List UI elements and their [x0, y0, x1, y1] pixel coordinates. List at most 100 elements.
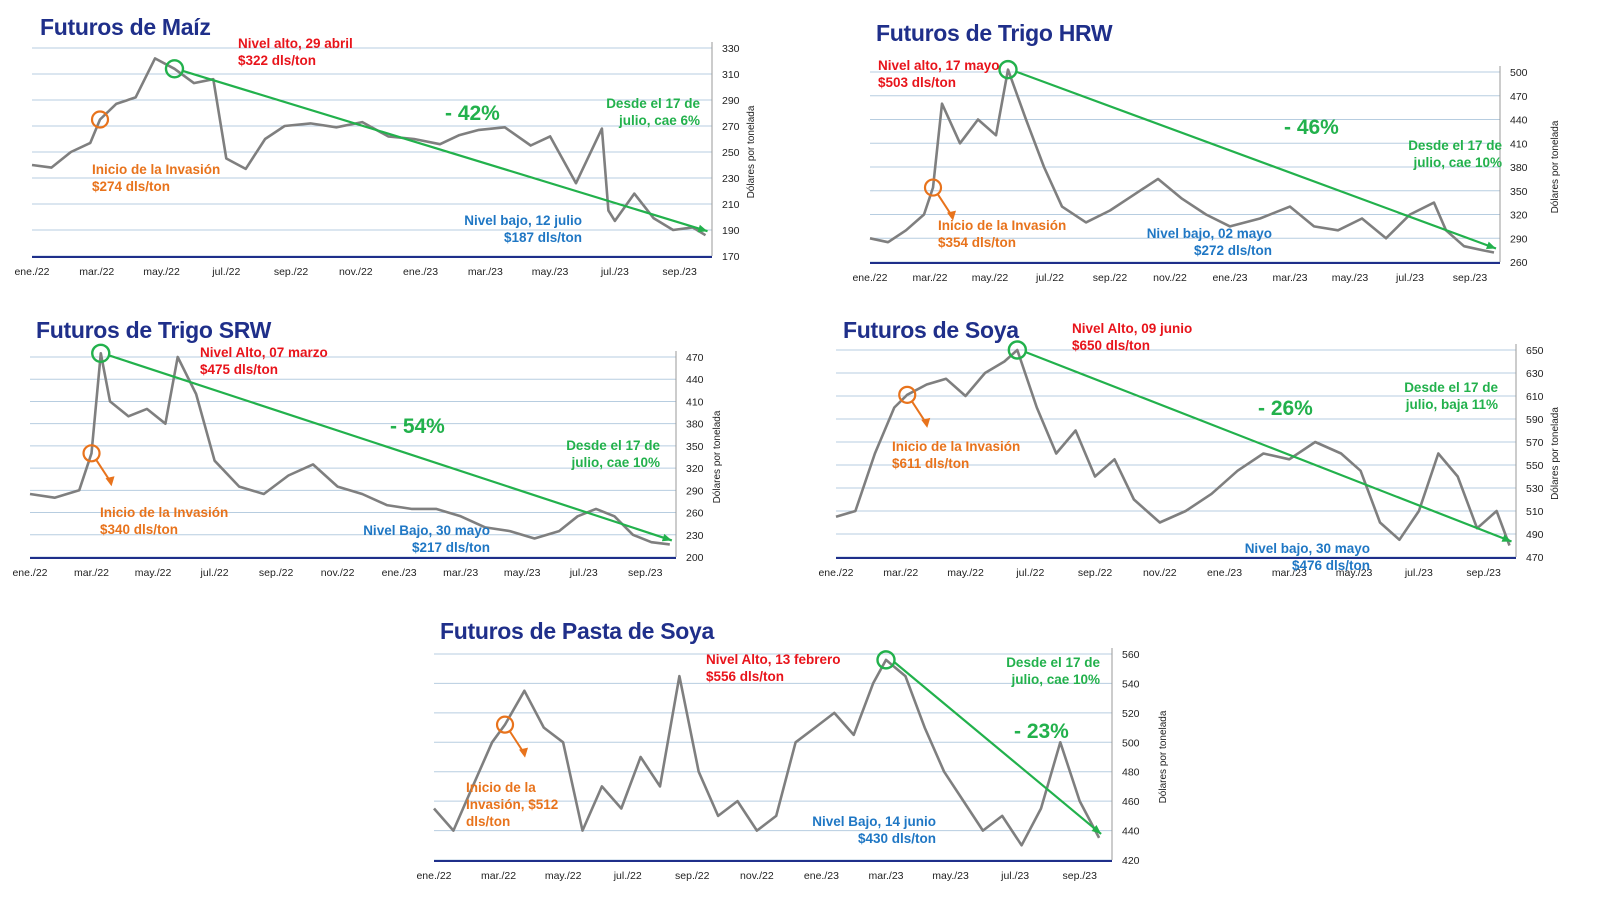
high-label-line-1: $475 dls/ton [200, 362, 278, 377]
y-tick-label: 590 [1526, 414, 1544, 426]
x-tick-label: may./22 [972, 272, 1009, 284]
y-tick-label: 200 [686, 552, 704, 564]
low-label-line-1: $476 dls/ton [1292, 558, 1370, 573]
x-tick-label: nov./22 [1153, 272, 1187, 284]
x-tick-label: ene./22 [818, 567, 853, 579]
chart-title: Futuros de Soya [843, 317, 1019, 343]
y-axis-label: Dólares por tonelada [712, 410, 723, 503]
high-marker [876, 650, 896, 670]
y-axis-label: Dólares por tonelada [1550, 120, 1561, 213]
since-label-line-0: Desde el 17 de [566, 438, 660, 453]
x-tick-label: mar./23 [468, 266, 503, 278]
y-tick-label: 440 [686, 374, 704, 386]
y-tick-label: 170 [722, 251, 740, 263]
since-label-line-1: julio, cae 6% [618, 113, 700, 128]
x-tick-label: ene./23 [403, 266, 438, 278]
y-tick-label: 410 [686, 396, 704, 408]
y-tick-label: 230 [686, 530, 704, 542]
x-tick-label: jul./22 [613, 870, 642, 882]
price-series-line [869, 68, 1495, 254]
y-tick-label: 520 [1122, 708, 1140, 720]
high-label-line-0: Nivel Alto, 13 febrero [706, 652, 841, 667]
x-tick-label: mar./22 [79, 266, 114, 278]
high-label-line-1: $503 dls/ton [878, 75, 956, 90]
pct-change-label: - 23% [1014, 720, 1069, 743]
trend-arrow [1024, 350, 1512, 543]
invasion-label-line-2: dls/ton [466, 814, 510, 829]
trend-arrow [108, 354, 673, 542]
since-label-line-0: Desde el 17 de [606, 96, 700, 111]
high-marker [998, 59, 1018, 80]
y-tick-label: 290 [722, 95, 740, 107]
y-tick-label: 380 [686, 419, 704, 431]
x-tick-label: nov./22 [1143, 567, 1177, 579]
y-tick-label: 570 [1526, 437, 1544, 449]
y-axis-label: Dólares por tonelada [1550, 407, 1561, 500]
y-tick-label: 270 [722, 121, 740, 133]
y-tick-label: 290 [686, 485, 704, 497]
high-marker [91, 343, 111, 363]
y-tick-label: 380 [1510, 162, 1528, 174]
chart-title: Futuros de Trigo SRW [36, 317, 272, 343]
trend-arrow-head [1501, 534, 1512, 542]
x-tick-label: jul./23 [1404, 567, 1433, 579]
x-tick-label: may./23 [1336, 567, 1373, 579]
x-tick-label: ene./22 [12, 567, 47, 579]
high-label-line-0: Nivel Alto, 07 marzo [200, 345, 328, 360]
invasion-label-line-0: Inicio de la Invasión [892, 439, 1020, 454]
x-tick-label: sep./22 [675, 870, 710, 882]
trend-arrow-head [1091, 825, 1102, 834]
x-tick-label: jul./23 [600, 266, 629, 278]
price-series-line [433, 658, 1101, 847]
since-label-line-0: Desde el 17 de [1404, 380, 1498, 395]
since-label-line-1: julio, baja 11% [1405, 397, 1498, 412]
high-label-line-0: Nivel alto, 17 mayo [878, 58, 1000, 73]
x-tick-label: jul./22 [1015, 567, 1044, 579]
y-tick-label: 470 [686, 352, 704, 364]
y-tick-label: 440 [1122, 826, 1140, 838]
high-marker [164, 59, 185, 79]
x-tick-label: ene./23 [382, 567, 417, 579]
since-label-line-1: julio, cae 10% [1010, 672, 1100, 687]
low-label-line-0: Nivel bajo, 30 mayo [1245, 541, 1370, 556]
y-tick-label: 330 [722, 43, 740, 55]
x-tick-label: sep./23 [1453, 272, 1488, 284]
x-tick-label: mar./22 [481, 870, 516, 882]
since-label-line-0: Desde el 17 de [1408, 138, 1502, 153]
x-tick-label: mar./23 [868, 870, 903, 882]
y-tick-label: 490 [1526, 529, 1544, 541]
since-label-line-1: julio, cae 10% [570, 455, 660, 470]
x-tick-label: jul./23 [569, 567, 598, 579]
x-tick-label: sep./23 [1466, 567, 1501, 579]
x-tick-label: mar./22 [74, 567, 109, 579]
x-tick-label: sep./22 [259, 567, 294, 579]
low-label-line-1: $187 dls/ton [504, 230, 582, 245]
invasion-arrow-head [519, 747, 529, 758]
x-tick-label: mar./23 [1272, 567, 1307, 579]
x-tick-label: mar./22 [883, 567, 918, 579]
y-tick-label: 500 [1510, 67, 1528, 79]
invasion-marker [90, 110, 110, 129]
x-tick-label: ene./22 [14, 266, 49, 278]
x-tick-label: may./23 [504, 567, 541, 579]
y-tick-label: 310 [722, 69, 740, 81]
invasion-marker [82, 444, 101, 463]
x-tick-label: jul./22 [200, 567, 229, 579]
y-tick-label: 530 [1526, 483, 1544, 495]
x-tick-label: jul./23 [1395, 272, 1424, 284]
x-tick-label: nov./22 [321, 567, 355, 579]
y-tick-label: 510 [1526, 506, 1544, 518]
invasion-label-line-1: Invasión, $512 [466, 797, 558, 812]
invasion-label-line-0: Inicio de la [466, 780, 536, 795]
y-tick-label: 420 [1122, 855, 1140, 867]
y-tick-label: 470 [1510, 91, 1528, 103]
x-tick-label: jul./22 [211, 266, 240, 278]
y-tick-label: 480 [1122, 767, 1140, 779]
x-tick-label: ene./23 [1207, 567, 1242, 579]
invasion-marker [898, 385, 917, 404]
high-label-line-1: $556 dls/ton [706, 669, 784, 684]
high-label-line-0: Nivel Alto, 09 junio [1072, 321, 1192, 336]
